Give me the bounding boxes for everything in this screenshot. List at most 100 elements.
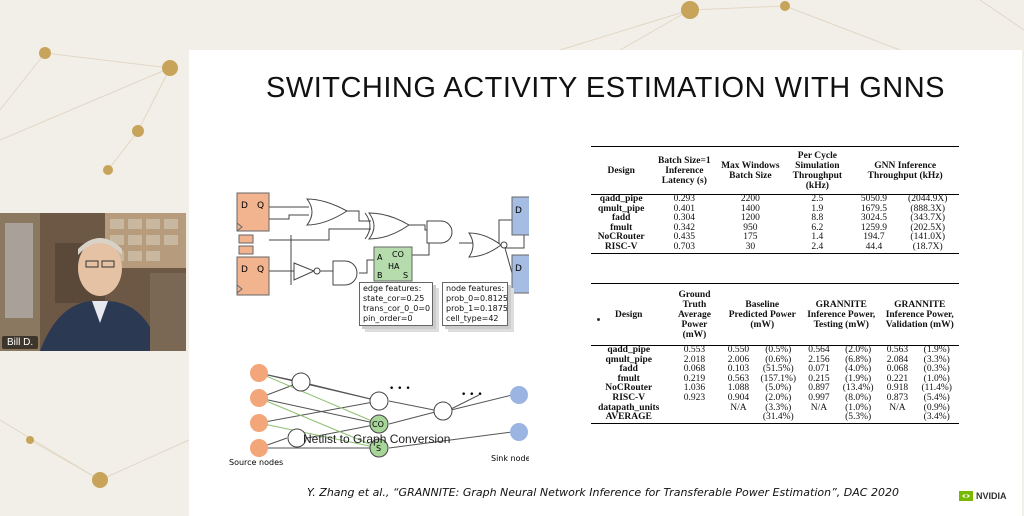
svg-text:D: D — [515, 264, 522, 274]
column-header: GRANNITE Inference Power, Testing (mW) — [807, 299, 876, 330]
and-gate-2 — [332, 260, 358, 286]
design-name-cell: fmult — [610, 222, 633, 233]
table-cell: (8.0%) — [845, 392, 872, 403]
source-node — [250, 439, 268, 457]
table-cell: (141.0X) — [910, 232, 945, 243]
design-name-cell: qadd_pipe — [599, 194, 643, 204]
table-cell: 0.068 — [683, 364, 706, 375]
design-name-cell: qmult_pipe — [605, 354, 652, 365]
svg-text:CO: CO — [372, 420, 384, 429]
table-cell: (3.3%) — [923, 354, 950, 365]
sink-node — [510, 386, 528, 404]
svg-text:B: B — [377, 271, 383, 280]
table-cell: 0.071 — [808, 364, 830, 375]
table-cell: (1.9%) — [845, 373, 872, 384]
table-cell: (2044.9X) — [908, 194, 948, 204]
flip-flop-left-1: D Q — [236, 192, 270, 232]
table-cell: 1259.9 — [860, 222, 887, 233]
table-cell: N/A — [730, 402, 747, 413]
table-cell: N/A — [889, 402, 906, 413]
sink-node — [510, 423, 528, 441]
table-cell: 194.7 — [863, 232, 885, 243]
or-gate-1 — [305, 198, 348, 226]
source-nodes-label: Source nodes — [229, 458, 283, 467]
table-cell: 0.304 — [673, 213, 696, 224]
table-cell: (0.5%) — [765, 345, 792, 355]
gate-node — [369, 391, 389, 411]
table-cell — [802, 413, 836, 423]
table-cell: (157.1%) — [760, 373, 797, 384]
table-row: AVERAGE(31.4%)(5.3%)(3.4%) — [591, 412, 959, 423]
source-node — [250, 364, 268, 382]
table-cell: (1.9%) — [923, 345, 950, 355]
table-cell — [881, 413, 915, 423]
slide-title: SWITCHING ACTIVITY ESTIMATION WITH GNNS — [266, 72, 945, 104]
table-cell: (2.0%) — [845, 345, 872, 355]
flip-flop-left-2: D Q — [236, 256, 270, 296]
column-header: Baseline Predicted Power (mW) — [728, 299, 796, 330]
table-cell — [666, 404, 722, 414]
table-cell: (6.8%) — [845, 354, 872, 365]
table-cell: 1.4 — [811, 232, 824, 243]
table-cell: 5050.9 — [860, 194, 887, 204]
input-port-2 — [238, 245, 254, 255]
table-cell: 0.553 — [683, 345, 706, 355]
throughput-table: Design Batch Size=1 Inference Latency (s… — [591, 146, 959, 254]
table-cell: (343.7X) — [910, 213, 945, 224]
table-cell: 0.997 — [808, 392, 830, 403]
design-name-cell: RISC-V — [604, 241, 638, 252]
table-cell: (4.0%) — [845, 364, 872, 375]
half-adder-cell: A CO HA B S — [373, 246, 413, 282]
and-gate-1 — [426, 220, 453, 244]
table-cell: N/A — [810, 402, 828, 413]
table-cell: 0.215 — [808, 373, 830, 384]
table-cell: 1.036 — [683, 383, 706, 394]
table-cell: 0.918 — [886, 383, 909, 394]
table-cell: 0.563 — [886, 345, 909, 355]
diagram-caption: Netlist to Graph Conversion — [303, 432, 451, 446]
table-cell: (5.0%) — [765, 383, 792, 394]
presentation-slide: SWITCHING ACTIVITY ESTIMATION WITH GNNS … — [189, 50, 1022, 516]
svg-text:HA: HA — [388, 262, 400, 271]
table-cell: 1.088 — [727, 383, 750, 394]
node-features-box: node features: prob_0=0.8125 prob_1=0.18… — [442, 282, 508, 326]
graph-node-s: S — [369, 438, 389, 458]
participant-video-tile[interactable]: Bill D. — [0, 213, 186, 351]
column-header: Design — [615, 309, 643, 320]
table-cell: (13.4%) — [842, 383, 874, 394]
table-cell: 175 — [743, 232, 758, 243]
webcam-video — [0, 213, 186, 351]
design-name-cell: qadd_pipe — [607, 345, 651, 355]
table-cell: (11.4%) — [921, 383, 952, 394]
svg-text:D: D — [241, 201, 248, 211]
table-cell: (0.6%) — [765, 354, 792, 365]
table-cell: 0.219 — [683, 373, 706, 384]
table-cell — [666, 413, 722, 423]
column-header: GRANNITE Inference Power, Validation (mW… — [885, 299, 954, 330]
table-cell: (3.4%) — [923, 412, 950, 423]
table-cell: (31.4%) — [762, 412, 794, 423]
table-cell: 2.006 — [727, 354, 750, 365]
netlist-graph-diagram: D Q D Q A CO HA B S — [229, 192, 529, 467]
svg-text:Q: Q — [257, 265, 264, 275]
table-cell: (3.3%) — [765, 402, 792, 413]
table-cell: 2.156 — [808, 354, 830, 365]
nvidia-eye-icon — [959, 491, 973, 501]
svg-text:CO: CO — [392, 250, 404, 259]
table-cell: 0.873 — [886, 392, 909, 403]
design-name-cell: fadd — [611, 213, 631, 224]
power-table: Design Ground Truth Average Power (mW) B… — [591, 283, 959, 424]
sink-nodes-label: Sink nodes — [491, 454, 529, 463]
source-node — [250, 414, 268, 432]
table-cell: 30 — [745, 241, 756, 252]
design-name-cell: RISC-V — [612, 392, 646, 403]
column-header: Design — [607, 165, 635, 176]
table-cell: (5.4%) — [923, 392, 950, 403]
edge-features-box: edge features: state_cor=0.25 trans_cor_… — [359, 282, 433, 326]
table-cell: 0.897 — [808, 383, 830, 394]
